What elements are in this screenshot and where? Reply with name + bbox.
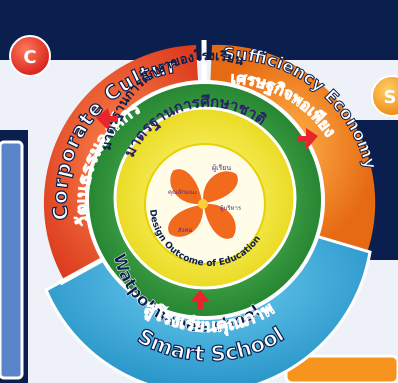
badge-s (371, 75, 398, 117)
petal-right (202, 203, 237, 240)
petal-bottom (167, 203, 204, 238)
badge-c-letter: C (23, 47, 36, 68)
petal-label-right: ผู้บริหาร (220, 205, 242, 212)
core-flower (167, 168, 239, 240)
navy-top-band (0, 0, 398, 60)
badge-c (9, 35, 51, 77)
petal-label-left: คุณลักษณะ (168, 189, 198, 196)
arrow-right (298, 128, 318, 150)
flower-center (198, 199, 208, 209)
petal-left (169, 168, 204, 205)
petal-top (202, 170, 239, 205)
petal-label-top: ผู้เรียน (212, 164, 231, 172)
arrow-left (96, 108, 118, 130)
arrow-bottom (190, 290, 210, 310)
badge-s-letter: S (384, 87, 397, 108)
petal-label-bottom: สังคม (178, 227, 193, 234)
left-side-card (0, 140, 24, 380)
